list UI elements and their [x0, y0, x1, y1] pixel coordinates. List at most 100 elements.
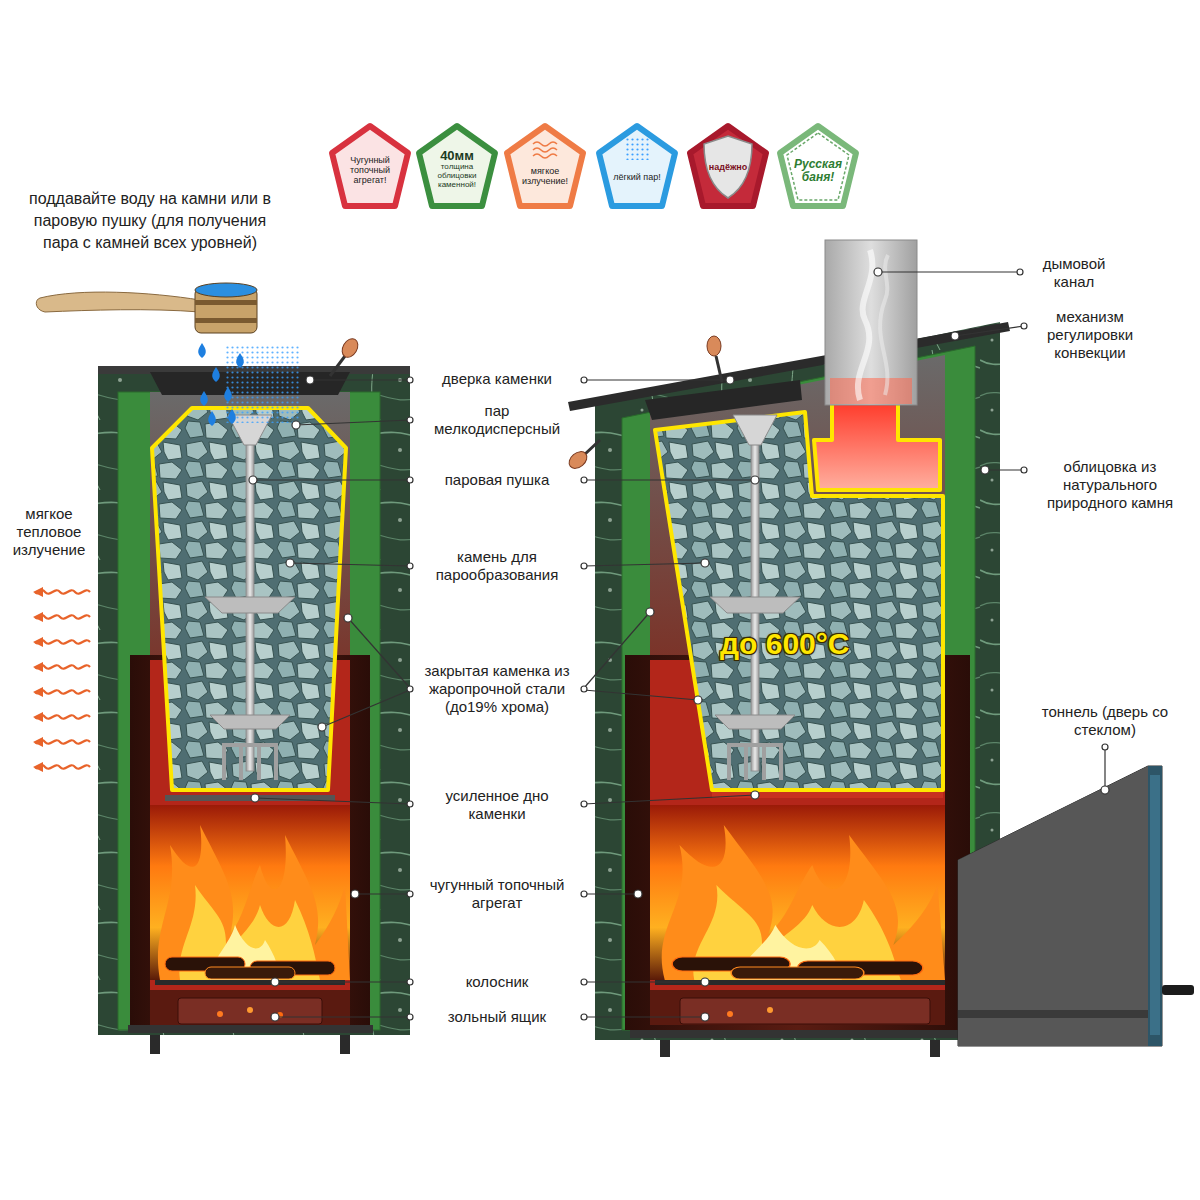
leader-dot [646, 608, 654, 616]
leader-line [290, 563, 410, 566]
right-stove [630, 1030, 970, 1038]
left-stove [128, 1025, 373, 1033]
badge-inner-border [787, 133, 849, 200]
leader-line [584, 690, 698, 700]
right-stove [880, 255, 888, 395]
tunnel-door [1148, 766, 1162, 1046]
left-stove [205, 415, 295, 780]
badge-text-area: Русская баня! [788, 148, 848, 194]
part-label: дымовой канал [1028, 255, 1120, 291]
leader-dot [581, 979, 587, 985]
leader-line [584, 893, 638, 894]
leader-line [584, 479, 755, 480]
badge-text-area: мягкое излучение! [515, 160, 575, 194]
leader-dot [292, 421, 300, 429]
leader-line [985, 469, 1024, 470]
leader-dot [1101, 786, 1109, 794]
leader-dot [581, 477, 587, 483]
right-stove [650, 990, 945, 1025]
feature-badge: 40ммтолщина облицовки каменной! [415, 122, 499, 210]
badge-heading: 40мм [440, 149, 474, 163]
badge-shape [690, 126, 766, 206]
water-ladle [36, 292, 200, 312]
left-stove [98, 372, 410, 1035]
badge-text-area: лёгкий пар! [607, 162, 667, 194]
leader-dot [407, 417, 413, 423]
leader-dot [581, 377, 587, 383]
water-ladle [195, 300, 257, 305]
leader-line [584, 795, 755, 804]
water-ladle [236, 353, 244, 368]
left-stove [330, 356, 345, 376]
leader-line [253, 479, 410, 480]
wave-icon [533, 142, 557, 146]
badge-body: толщина облицовки каменной! [427, 163, 487, 189]
right-stove [566, 448, 590, 472]
right-stove [584, 440, 600, 455]
badge-text-area: надёжно [705, 154, 751, 182]
badge-heading: лёгкий пар! [613, 173, 660, 183]
water-ladle [195, 318, 257, 323]
right-stove [825, 240, 917, 405]
left-stove [217, 1011, 223, 1017]
badge-shape [599, 126, 675, 206]
leader-dot [726, 376, 734, 384]
leader-dot [581, 563, 587, 569]
water-ladle [212, 367, 220, 382]
right-stove [830, 378, 912, 404]
leader-line [584, 981, 705, 982]
leader-dot [407, 979, 413, 985]
leader-dot [701, 978, 709, 986]
leader-dot [407, 686, 413, 692]
right-stove [710, 415, 800, 780]
leader-line [1104, 747, 1105, 790]
badge-shape [419, 126, 495, 206]
left-stove [98, 336, 410, 1054]
leader-line [322, 690, 410, 727]
water-ladle [224, 387, 232, 402]
heat-waves [33, 612, 90, 622]
heat-waves [33, 737, 90, 747]
right-stove [814, 402, 940, 490]
part-label: дверка каменки [418, 370, 576, 388]
badge-text-area: Чугунный топочный агрегат! [340, 146, 400, 196]
leader-dot [951, 332, 959, 340]
right-stove [650, 355, 945, 1030]
feature-badge: лёгкий пар! [595, 122, 679, 210]
leader-dot [351, 890, 359, 898]
leader-dot [407, 477, 413, 483]
leader-line [255, 798, 410, 804]
right-stove [716, 356, 722, 382]
leader-dot [751, 476, 759, 484]
leader-line [584, 379, 730, 380]
badge-shape [332, 126, 408, 206]
leader-line [275, 1016, 410, 1017]
leader-line [253, 272, 1105, 1017]
leader-dot [1102, 744, 1108, 750]
reliability-badge: надёжно [686, 122, 770, 210]
leader-dot [407, 563, 413, 569]
tunnel-door [958, 1010, 1148, 1018]
badge-shape [780, 126, 856, 206]
right-stove [767, 1007, 773, 1013]
badge-outline [503, 122, 587, 210]
leader-dot [694, 696, 702, 704]
leader-line [584, 1016, 705, 1017]
leader-line [878, 271, 1020, 272]
tunnel-door [1162, 985, 1194, 995]
leader-line [296, 420, 410, 425]
left-stove [150, 990, 350, 1025]
badge-shape [507, 126, 583, 206]
right-stove [650, 805, 945, 980]
leader-dot [581, 801, 587, 807]
left-stove [339, 336, 361, 360]
left-stove [150, 392, 350, 1030]
leader-dot [249, 268, 1109, 1021]
leader-dot [701, 559, 709, 567]
badge-text-area: 40ммтолщина облицовки каменной! [427, 140, 487, 198]
left-stove [247, 1007, 253, 1013]
leader-dot [318, 723, 326, 731]
heat-waves [33, 587, 90, 597]
